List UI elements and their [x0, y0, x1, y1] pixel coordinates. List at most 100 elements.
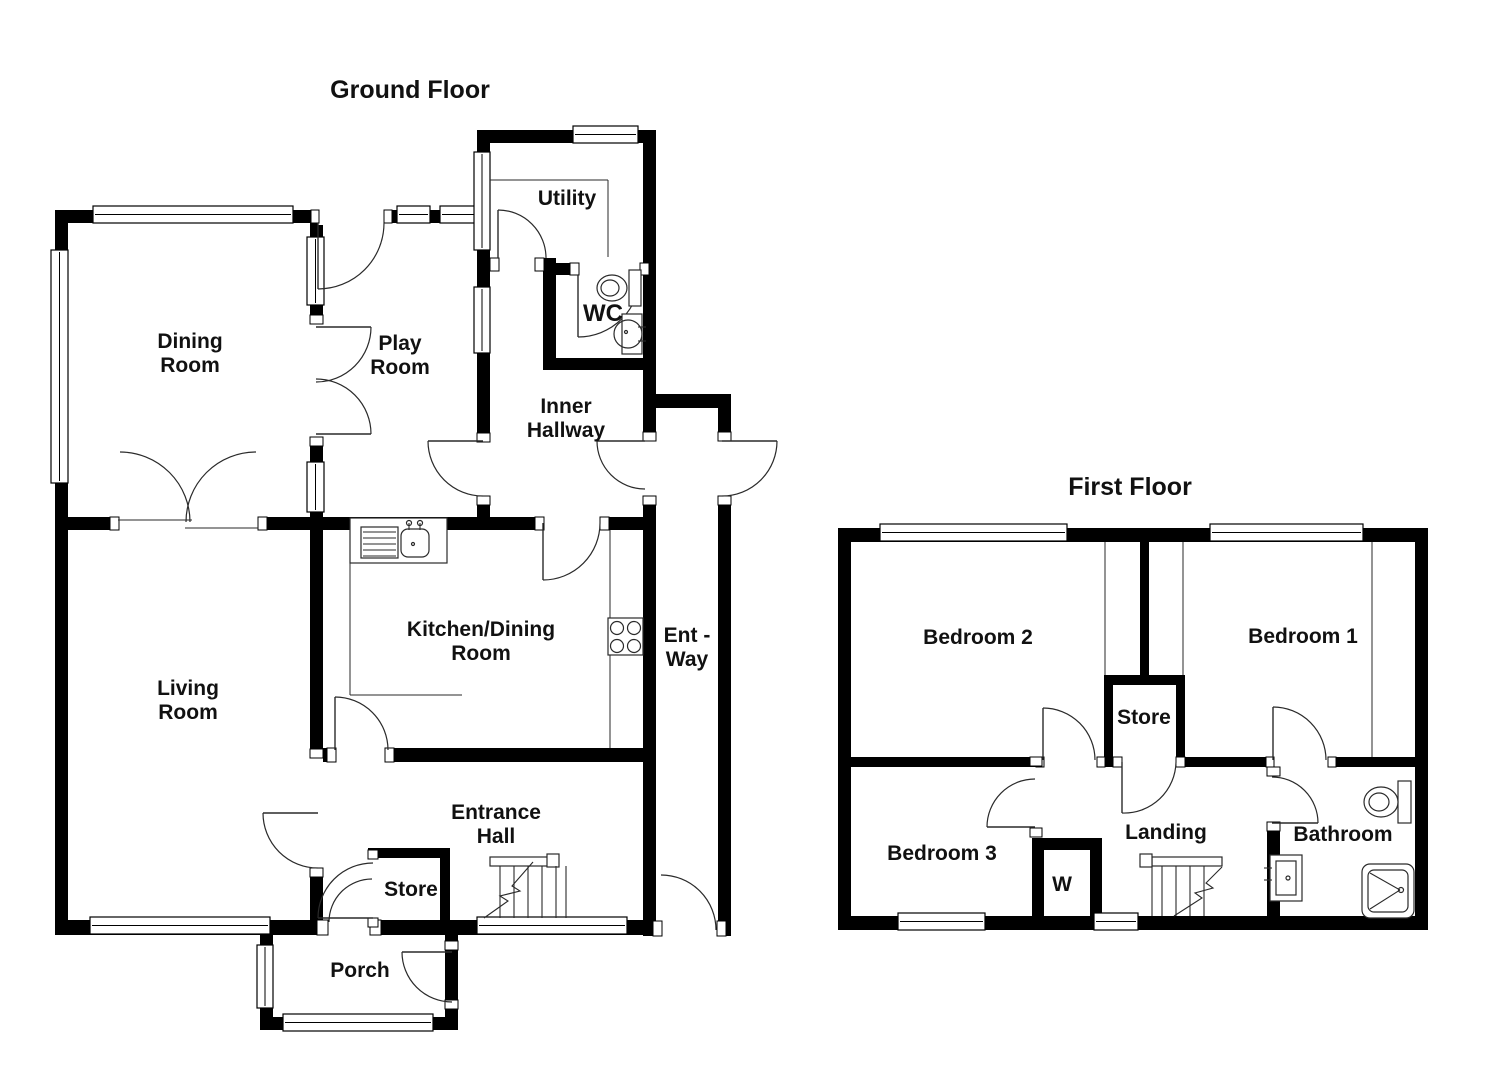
door-frame [534, 257, 545, 272]
kitchen-sink-bowl [400, 528, 430, 558]
first-floor-title: First Floor [1068, 473, 1192, 501]
door-frame [1327, 756, 1337, 768]
door-swing-arc [119, 451, 191, 523]
room-label-porch: Porch [330, 959, 390, 982]
room-label-wc: WC [583, 300, 623, 327]
door-frame [367, 849, 379, 860]
door-swing-arc [1121, 761, 1177, 814]
wall-segment [543, 258, 556, 370]
door-opening [543, 515, 600, 532]
door-frame [1266, 766, 1281, 777]
wall-segment [1104, 675, 1185, 685]
room-label-utility: Utility [538, 187, 597, 210]
door-frame [316, 919, 329, 936]
door-frame [476, 432, 491, 443]
door-frame [1175, 756, 1186, 768]
fixtures-layer [349, 269, 1415, 919]
room-label-living-room: Living [157, 677, 219, 700]
door-frame [309, 867, 324, 878]
wall-segment [643, 130, 656, 936]
kitchen-sink-drain [410, 541, 416, 547]
wall-segment [1140, 542, 1149, 683]
room-label-landing: Landing [1125, 821, 1207, 844]
wc-toilet-cistern [628, 269, 642, 307]
wall-segment [652, 394, 731, 408]
door-frame [1112, 756, 1123, 768]
windows-layer [50, 125, 1364, 1032]
bathroom-toilet-bowl-inner [1368, 792, 1390, 812]
door-frame [476, 495, 491, 506]
stair-handrail [489, 856, 549, 867]
room-label-wardrobe: W [1052, 873, 1072, 896]
door-frame [310, 209, 320, 224]
shower-door-line [1369, 889, 1401, 910]
door-swing-arc [315, 326, 372, 383]
door-frame [639, 262, 650, 276]
room-label-kitchen-dining-room: Room [451, 642, 511, 665]
door-opening [643, 440, 656, 496]
door-frame [384, 747, 395, 763]
wall-segment [555, 358, 656, 370]
door-frame [367, 917, 379, 928]
door-frame [1029, 827, 1043, 838]
room-label-play-room: Room [370, 356, 430, 379]
room-label-play-room: Play [378, 332, 422, 355]
door-frame [383, 209, 393, 224]
door-opening [310, 323, 323, 437]
door-frame [1096, 756, 1106, 768]
door-frame [444, 940, 459, 951]
door-frame [569, 262, 580, 276]
wall-segment [368, 848, 450, 858]
door-swing-arc [427, 440, 484, 497]
door-swing-arc [497, 209, 547, 259]
wall-segment [1090, 838, 1102, 916]
door-frame [642, 495, 657, 506]
shower-door-line [1369, 872, 1401, 891]
wall-segment [1097, 757, 1417, 767]
door-swing-arc [262, 812, 319, 869]
door-opening [661, 921, 717, 938]
door-frame [599, 516, 610, 531]
door-frame [717, 431, 732, 442]
door-swing-arc [1272, 706, 1327, 761]
door-opening [327, 918, 370, 937]
door-swings-layer [119, 209, 1327, 1003]
door-swing-arc [542, 522, 601, 581]
door-swing-arc [596, 440, 646, 490]
door-frame [1266, 821, 1281, 832]
room-label-bathroom: Bathroom [1293, 823, 1392, 846]
door-frame [326, 747, 337, 763]
door-swing-arc [1271, 776, 1319, 824]
door-swing-arc [185, 451, 257, 523]
room-label-ent-way: Ent - [664, 624, 711, 647]
door-swing-arc [721, 440, 778, 497]
wc-toilet-bowl-inner [600, 279, 620, 297]
hob-burner [626, 620, 642, 636]
door-frame [717, 495, 732, 506]
room-label-kitchen-dining-room: Kitchen/Dining [407, 618, 555, 641]
door-frame [652, 920, 663, 937]
room-label-entrance-hall: Entrance [451, 801, 541, 824]
door-swing-arc [660, 874, 717, 931]
door-opening [1267, 775, 1280, 823]
wall-segment [1104, 675, 1113, 767]
room-label-store-first: Store [1117, 706, 1171, 729]
wall-segment [310, 748, 656, 762]
door-frame [534, 516, 545, 531]
wc-basin-drain [623, 329, 629, 335]
wall-segment [440, 848, 450, 925]
room-label-bedroom-1: Bedroom 1 [1248, 625, 1358, 648]
wall-segment [1176, 675, 1185, 767]
room-label-bedroom-2: Bedroom 2 [923, 626, 1033, 649]
door-swing-arc [1042, 707, 1096, 761]
room-label-living-room: Room [158, 701, 218, 724]
door-frame [1029, 756, 1043, 767]
door-opening [1113, 757, 1176, 767]
stair-handrail [1151, 856, 1223, 867]
door-frame [257, 516, 268, 531]
door-opening [368, 858, 378, 920]
walls-layer [55, 130, 1428, 1030]
door-frame [716, 920, 727, 937]
